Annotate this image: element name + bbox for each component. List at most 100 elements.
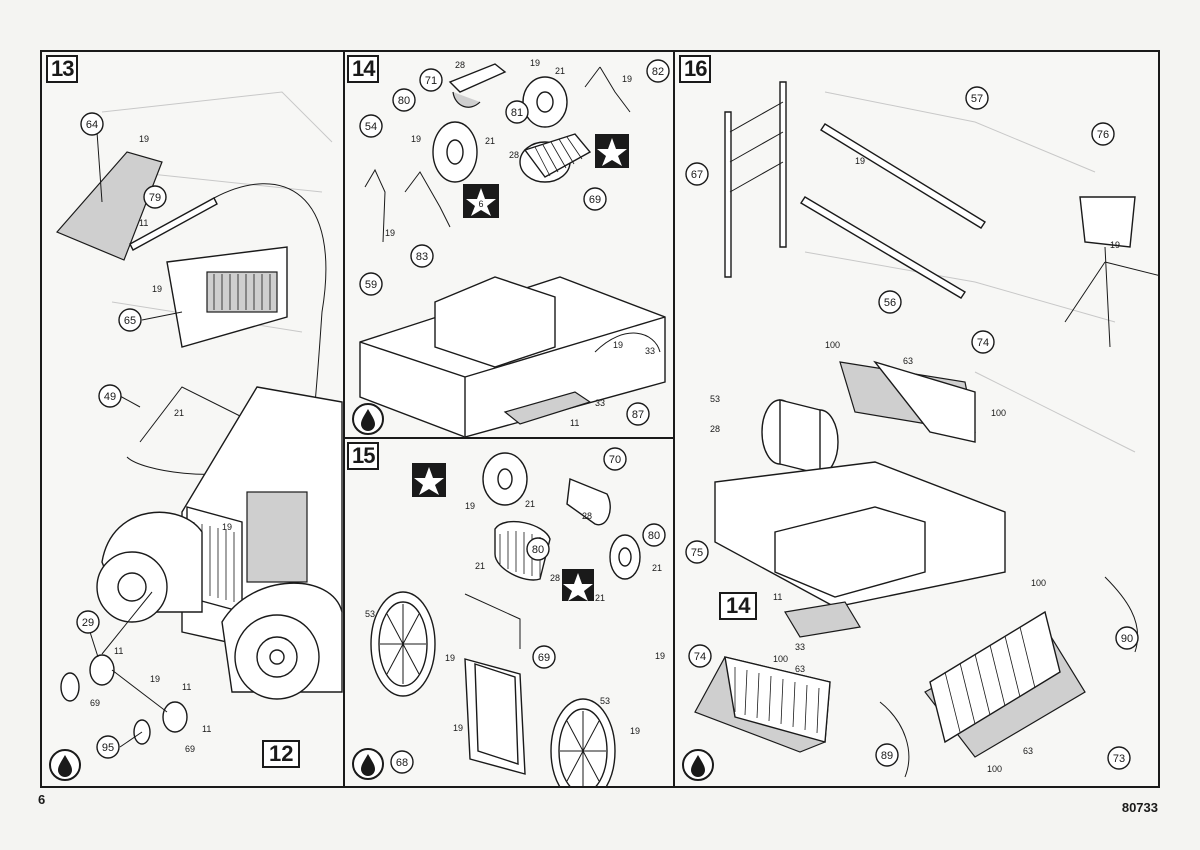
step-16-number: 16 bbox=[679, 55, 712, 83]
svg-text:19: 19 bbox=[453, 723, 463, 733]
callout-75: 75 bbox=[685, 540, 709, 564]
svg-text:63: 63 bbox=[795, 664, 805, 674]
svg-text:100: 100 bbox=[991, 408, 1006, 418]
svg-text:33: 33 bbox=[795, 642, 805, 652]
svg-text:89: 89 bbox=[881, 750, 893, 762]
svg-text:21: 21 bbox=[174, 408, 184, 418]
callout-89: 89 bbox=[875, 743, 899, 767]
svg-text:19: 19 bbox=[385, 228, 395, 238]
svg-text:71: 71 bbox=[425, 75, 437, 87]
svg-text:100: 100 bbox=[987, 764, 1002, 774]
step-14-panel: 14 6 bbox=[345, 52, 675, 439]
svg-text:29: 29 bbox=[82, 617, 94, 629]
svg-text:79: 79 bbox=[149, 192, 161, 204]
callout-64: 64 bbox=[80, 112, 104, 203]
callout-79: 79 bbox=[143, 185, 167, 209]
svg-text:59: 59 bbox=[365, 279, 377, 291]
callout-65: 65 bbox=[118, 308, 183, 332]
svg-text:69: 69 bbox=[538, 652, 550, 664]
svg-text:21: 21 bbox=[652, 563, 662, 573]
svg-text:19: 19 bbox=[613, 340, 623, 350]
svg-text:75: 75 bbox=[691, 547, 703, 559]
svg-text:63: 63 bbox=[1023, 746, 1033, 756]
svg-text:6: 6 bbox=[478, 199, 483, 209]
reference-step-12: 12 bbox=[262, 740, 301, 768]
svg-text:69: 69 bbox=[589, 194, 601, 206]
callout-49: 49 bbox=[98, 384, 141, 408]
svg-text:19: 19 bbox=[445, 653, 455, 663]
svg-text:100: 100 bbox=[773, 654, 788, 664]
svg-text:80: 80 bbox=[532, 544, 544, 556]
svg-text:69: 69 bbox=[90, 698, 100, 708]
svg-text:11: 11 bbox=[182, 682, 191, 692]
callout-69: 69 bbox=[583, 187, 607, 211]
svg-text:74: 74 bbox=[694, 651, 706, 663]
svg-text:21: 21 bbox=[475, 561, 485, 571]
glue-drop-icon bbox=[682, 749, 714, 781]
svg-text:83: 83 bbox=[416, 251, 428, 263]
callout-67: 67 bbox=[685, 162, 709, 186]
callout-68: 68 bbox=[390, 750, 414, 774]
reference-step-14: 14 bbox=[719, 592, 758, 620]
callout-71: 71 bbox=[419, 68, 443, 92]
callout-57: 57 bbox=[965, 86, 989, 110]
callout-80b: 80 bbox=[642, 523, 666, 547]
glue-drop-icon bbox=[352, 403, 384, 435]
callout-59: 59 bbox=[359, 272, 383, 296]
svg-text:70: 70 bbox=[609, 454, 621, 466]
svg-text:19: 19 bbox=[855, 156, 865, 166]
svg-text:76: 76 bbox=[1097, 129, 1109, 141]
svg-text:19: 19 bbox=[530, 58, 540, 68]
svg-text:100: 100 bbox=[1031, 578, 1046, 588]
svg-text:21: 21 bbox=[555, 66, 565, 76]
svg-text:28: 28 bbox=[550, 573, 560, 583]
svg-text:11: 11 bbox=[114, 646, 123, 656]
step-15-drawing: 80 70 80 69 68 84 68 19 21 28 21 28 21 2… bbox=[365, 447, 666, 786]
svg-text:54: 54 bbox=[365, 121, 377, 133]
svg-text:73: 73 bbox=[1113, 753, 1125, 765]
svg-text:65: 65 bbox=[124, 315, 136, 327]
callout-74b: 74 bbox=[688, 644, 712, 668]
callout-80: 80 bbox=[392, 88, 416, 112]
svg-text:80: 80 bbox=[398, 95, 410, 107]
svg-text:28: 28 bbox=[509, 150, 519, 160]
svg-text:53: 53 bbox=[710, 394, 720, 404]
svg-text:69: 69 bbox=[185, 744, 195, 754]
svg-text:80: 80 bbox=[648, 530, 660, 542]
page-number: 6 bbox=[38, 792, 46, 807]
callout-69: 69 bbox=[532, 645, 556, 669]
glue-drop-icon bbox=[49, 749, 81, 781]
svg-text:11: 11 bbox=[202, 724, 211, 734]
svg-text:82: 82 bbox=[652, 66, 664, 78]
callout-70: 70 bbox=[603, 447, 627, 471]
svg-text:33: 33 bbox=[595, 398, 605, 408]
svg-text:28: 28 bbox=[710, 424, 720, 434]
callout-90: 90 bbox=[1115, 626, 1139, 650]
svg-text:19: 19 bbox=[150, 674, 160, 684]
svg-text:11: 11 bbox=[139, 218, 148, 228]
svg-text:53: 53 bbox=[365, 609, 375, 619]
svg-text:28: 28 bbox=[582, 511, 592, 521]
step-15-number: 15 bbox=[347, 442, 380, 470]
svg-text:81: 81 bbox=[511, 107, 523, 119]
svg-text:21: 21 bbox=[525, 499, 535, 509]
svg-text:64: 64 bbox=[86, 119, 98, 131]
step-13-drawing: 64 79 65 49 29 95 19 11 19 21 11 69 19 1… bbox=[55, 91, 343, 759]
callout-74: 74 bbox=[971, 330, 995, 354]
svg-text:11: 11 bbox=[773, 592, 782, 602]
step-15-panel: 15 bbox=[345, 439, 675, 786]
svg-text:49: 49 bbox=[104, 391, 116, 403]
svg-text:63: 63 bbox=[903, 356, 913, 366]
callout-83: 83 bbox=[410, 244, 434, 268]
callout-54: 54 bbox=[359, 114, 383, 138]
svg-text:95: 95 bbox=[102, 742, 114, 754]
callout-56: 56 bbox=[878, 290, 902, 314]
svg-text:68: 68 bbox=[396, 757, 408, 769]
svg-text:19: 19 bbox=[139, 134, 149, 144]
svg-text:19: 19 bbox=[411, 134, 421, 144]
callout-87: 87 bbox=[626, 402, 650, 426]
callout-95: 95 bbox=[96, 731, 143, 759]
svg-text:87: 87 bbox=[632, 409, 644, 421]
kit-number: 80733 bbox=[1121, 800, 1158, 815]
step-16-panel: 16 bbox=[675, 52, 1158, 786]
